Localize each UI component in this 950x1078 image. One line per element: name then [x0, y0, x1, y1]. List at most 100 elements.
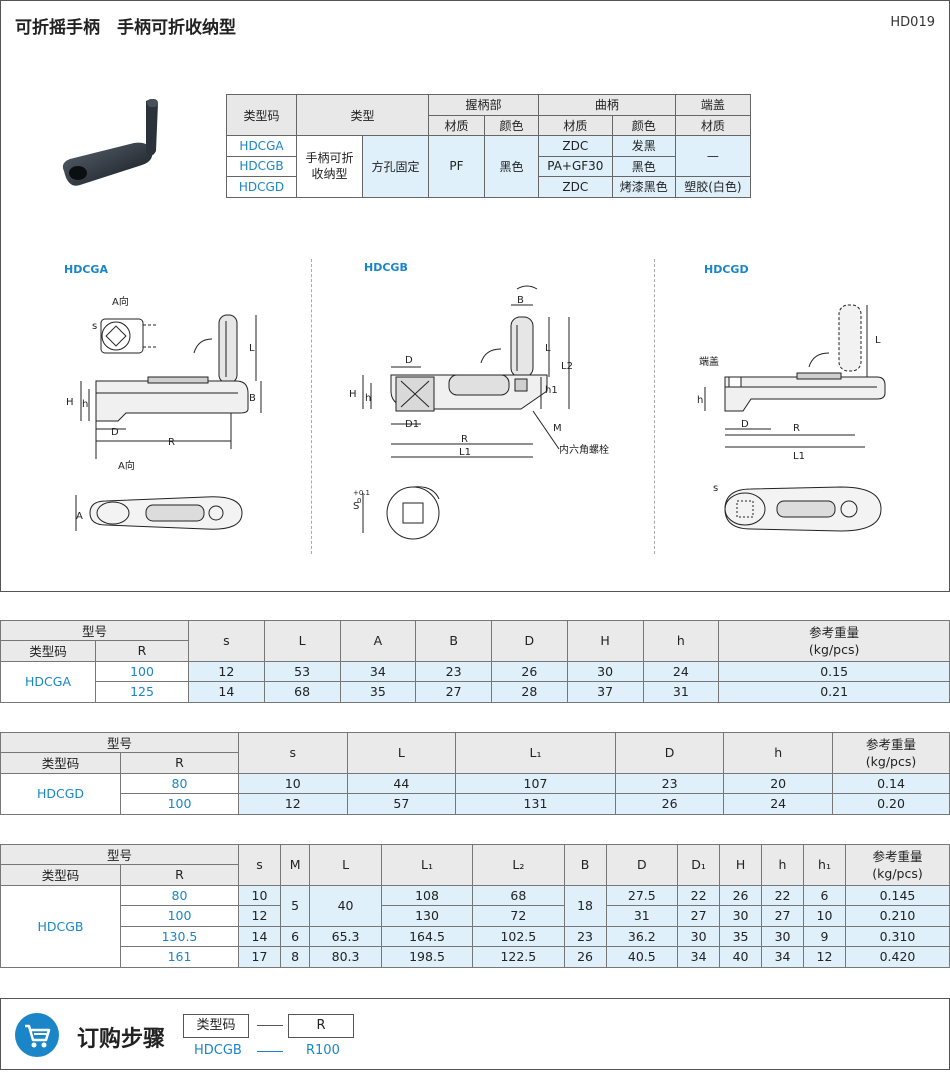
header-col: L	[309, 844, 382, 886]
r-cell: 130.5	[120, 925, 239, 947]
header-col: h	[723, 732, 833, 774]
drawing-divider	[311, 259, 312, 554]
header-col: h	[642, 620, 720, 662]
value-cell: 6	[803, 884, 846, 906]
spec-cap-material: 塑胶(白色)	[674, 176, 752, 198]
header-col: H	[719, 844, 763, 886]
r-cell: 100	[120, 905, 239, 927]
dim-h-lower: h	[365, 393, 371, 404]
header-model: 型号	[0, 732, 239, 753]
spec-type: 手柄可折 收纳型	[296, 135, 363, 198]
value-cell: 27	[415, 681, 492, 703]
dim-r: R	[793, 423, 800, 434]
r-cell: 125	[95, 681, 189, 703]
value-cell: 10	[238, 772, 348, 794]
type-code-cell: HDCGB	[0, 884, 121, 968]
dim-l: L	[545, 343, 551, 354]
header-r: R	[120, 864, 239, 886]
dim-h-upper: H	[349, 389, 357, 400]
dim-b: B	[517, 295, 524, 306]
spec-cap-material: —	[674, 135, 752, 177]
spec-crank-material: ZDC	[538, 135, 613, 157]
r-cell: 100	[120, 793, 239, 815]
weight-cell: 0.15	[718, 660, 950, 682]
value-cell: 130	[380, 905, 474, 927]
header-col: D	[491, 620, 568, 662]
dim-a-direction: A向	[112, 295, 129, 308]
dim-r: R	[168, 437, 175, 448]
r-cell: 100	[95, 660, 189, 682]
product-panel: 可折摇手柄 手柄可折收纳型 HD019 类型码 类型 握柄部 曲柄 端盖 材质 …	[0, 0, 950, 592]
spec-header-crank: 曲柄	[538, 94, 676, 116]
value-cell: 31	[605, 905, 679, 927]
spec-header-color: 颜色	[484, 114, 539, 136]
weight-cell: 0.420	[845, 946, 950, 968]
dim-s: S	[353, 501, 359, 512]
value-cell: 26	[563, 946, 607, 968]
header-col: M	[279, 844, 311, 886]
header-col: h₁	[803, 844, 846, 886]
value-cell: 68	[472, 884, 565, 906]
value-cell: 68	[263, 681, 341, 703]
spec-crank-color: 黑色	[611, 155, 676, 177]
spec-grip-material: PF	[428, 135, 485, 198]
header-col: L	[263, 620, 341, 662]
order-example-dash	[257, 1051, 283, 1052]
dim-h-upper: H	[66, 397, 74, 408]
value-cell: 17	[238, 946, 281, 968]
value-cell: 22	[677, 884, 721, 906]
dimension-table-hdcgd: 型号 s L L₁ D h 参考重量 (kg/pcs) 类型码 R HDCGD …	[0, 732, 950, 815]
dim-d: D	[405, 355, 413, 366]
spec-header-material: 材质	[428, 114, 485, 136]
dim-l: L	[875, 335, 881, 346]
value-cell: 30	[761, 925, 804, 947]
dim-s-tolerance: +0.1	[353, 489, 370, 497]
value-cell: 23	[614, 772, 725, 794]
spec-header-material: 材质	[674, 114, 752, 136]
spec-code: HDCGA	[226, 135, 297, 157]
order-example-r: R100	[306, 1043, 340, 1058]
header-weight: 参考重量 (kg/pcs)	[845, 844, 950, 886]
header-r: R	[120, 752, 239, 774]
value-cell: 30	[566, 660, 644, 682]
value-cell: 12	[188, 660, 265, 682]
spec-table: 类型码 类型 握柄部 曲柄 端盖 材质 颜色 材质 颜色 材质 HDCGA 手柄…	[226, 94, 752, 198]
header-col: L₁	[380, 844, 474, 886]
value-cell: 44	[346, 772, 457, 794]
value-cell: 12	[238, 905, 281, 927]
value-cell: 36.2	[605, 925, 679, 947]
order-box-r: R	[288, 1014, 354, 1038]
header-weight: 参考重量 (kg/pcs)	[718, 620, 950, 662]
value-cell: 14	[188, 681, 265, 703]
value-cell: 28	[491, 681, 568, 703]
header-r: R	[95, 640, 189, 662]
page-title: 可折摇手柄 手柄可折收纳型	[15, 18, 236, 38]
value-cell: 35	[339, 681, 417, 703]
drawing-hdcgd: L 端盖 h D R L1 s	[697, 304, 886, 532]
value-cell: 65.3	[309, 925, 382, 947]
value-cell: 34	[339, 660, 417, 682]
value-cell: 30	[719, 905, 763, 927]
spec-crank-color: 烤漆黑色	[611, 176, 676, 198]
value-cell: 57	[346, 793, 457, 815]
dimension-table-hdcgb: 型号 s M L L₁ L₂ B D D₁ H h h₁ 参考重量 (kg/pc…	[0, 844, 950, 968]
header-type-code: 类型码	[0, 752, 121, 774]
value-cell: 27.5	[605, 884, 679, 906]
spec-crank-material: ZDC	[538, 176, 613, 198]
dim-a: A	[76, 511, 83, 522]
drawing-hdcga: A向 s L H h B D R A向 A	[66, 295, 262, 531]
spec-code: HDCGD	[226, 176, 297, 198]
product-code: HD019	[890, 15, 935, 30]
spec-header-material: 材质	[538, 114, 613, 136]
drawing-label-hdcgb: HDCGB	[364, 261, 408, 274]
value-cell: 107	[455, 772, 616, 794]
dim-h1: h1	[545, 385, 558, 396]
value-cell: 9	[803, 925, 846, 947]
dim-b: B	[249, 393, 256, 404]
value-cell: 40	[719, 946, 763, 968]
value-cell: 23	[415, 660, 492, 682]
dim-d: D	[111, 427, 119, 438]
dim-l2: L2	[561, 361, 573, 372]
dim-d1: D1	[405, 419, 419, 430]
value-cell: 40	[309, 884, 382, 927]
